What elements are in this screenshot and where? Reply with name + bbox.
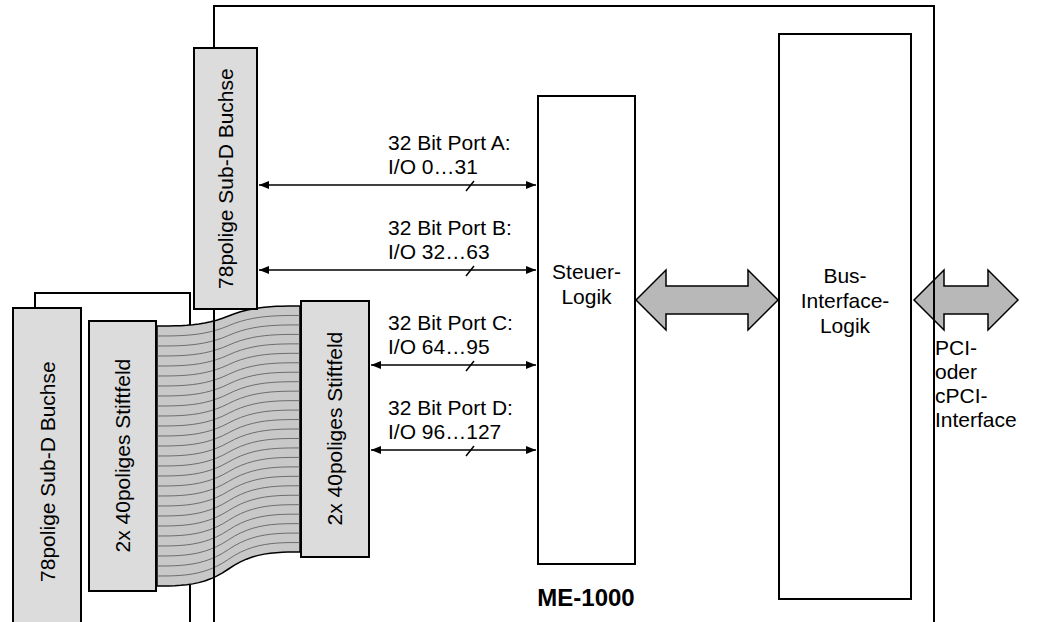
- port-bus-line: [259, 269, 536, 271]
- board-outline: ME-1000 2x 40poliges Stiftfeld Steuer- Log…: [213, 5, 935, 622]
- ribbon-wire: [157, 382, 300, 406]
- block-name: Bus- Interface- Logik: [801, 263, 890, 339]
- bus-width-slash: [466, 446, 474, 456]
- ribbon-wire: [157, 410, 300, 436]
- connector-group: [371, 365, 536, 366]
- ribbon-wire: [157, 420, 300, 446]
- port-bus-line: [259, 184, 536, 186]
- port-label: 32 Bit Port A: I/O 0…31: [388, 131, 528, 179]
- board-name: ME-1000: [537, 584, 634, 613]
- block-name: Steuer- Logik: [552, 259, 621, 309]
- port-label: 32 Bit Port C: I/O 64…95: [388, 311, 528, 359]
- ribbon-wire: [157, 325, 300, 346]
- ribbon-wire: [157, 467, 300, 496]
- control-logic-box: Steuer- Logik: [537, 95, 636, 565]
- pin-header: 2x 40poliges Stiftfeld: [88, 320, 157, 592]
- connector-group: [157, 306, 300, 586]
- connector-group: [259, 185, 536, 186]
- connector-name: 2x 40poliges Stiftfeld: [322, 332, 347, 526]
- pin-header: 2x 40poliges Stiftfeld: [300, 300, 370, 558]
- ribbon-wire: [157, 524, 300, 556]
- label-holder: 32 Bit Port C: I/O 64…95: [388, 311, 528, 359]
- sub-d-socket: 78polige Sub-D Buchse: [193, 47, 258, 310]
- internal-bus-arrow: [636, 270, 778, 330]
- sub-d-socket: 78polige Sub-D Buchse: [12, 307, 82, 622]
- bus-interface-box: Bus- Interface- Logik: [778, 33, 912, 600]
- ribbon-wire: [157, 514, 300, 546]
- label-holder: 32 Bit Port D: I/O 96…127: [388, 396, 528, 444]
- ribbon-wire: [157, 344, 300, 366]
- connector-name: 2x 40poliges Stiftfeld: [110, 359, 135, 553]
- ribbon-wire: [157, 372, 300, 396]
- ribbon-wire: [157, 401, 300, 426]
- bus-width-slash: [466, 266, 474, 276]
- bus-width-slash: [466, 361, 474, 371]
- ribbon-wire: [157, 533, 300, 566]
- connector-group: [371, 450, 536, 451]
- label-holder: PCI- oder cPCI- Interface: [935, 336, 1017, 433]
- ribbon-wire: [157, 391, 300, 416]
- port-bus-line: [371, 364, 536, 366]
- port-label: 32 Bit Port B: I/O 32…63: [388, 216, 528, 264]
- ribbon-wire: [157, 315, 300, 336]
- ribbon-wire: [157, 363, 300, 386]
- ribbon-wire: [157, 334, 300, 356]
- ribbon-cable: [157, 306, 300, 586]
- connector-name: 78polige Sub-D Buchse: [213, 68, 238, 289]
- connector-group: [636, 270, 778, 330]
- label-holder: 32 Bit Port A: I/O 0…31: [388, 131, 528, 179]
- port-bus-line: [371, 449, 536, 451]
- interface-label: PCI- oder cPCI- Interface: [935, 336, 1017, 433]
- pci-bus-arrow: [914, 270, 1018, 330]
- ribbon-wire: [157, 476, 300, 506]
- ribbon-wire: [157, 486, 300, 516]
- ribbon-wire: [157, 495, 300, 526]
- connector-group: [259, 270, 536, 271]
- ribbon-wire: [157, 505, 300, 536]
- connector-name: 78polige Sub-D Buchse: [34, 362, 59, 583]
- port-label: 32 Bit Port D: I/O 96…127: [388, 396, 528, 444]
- label-holder: 32 Bit Port B: I/O 32…63: [388, 216, 528, 264]
- bus-width-slash: [466, 181, 474, 191]
- ribbon-wire: [157, 543, 300, 576]
